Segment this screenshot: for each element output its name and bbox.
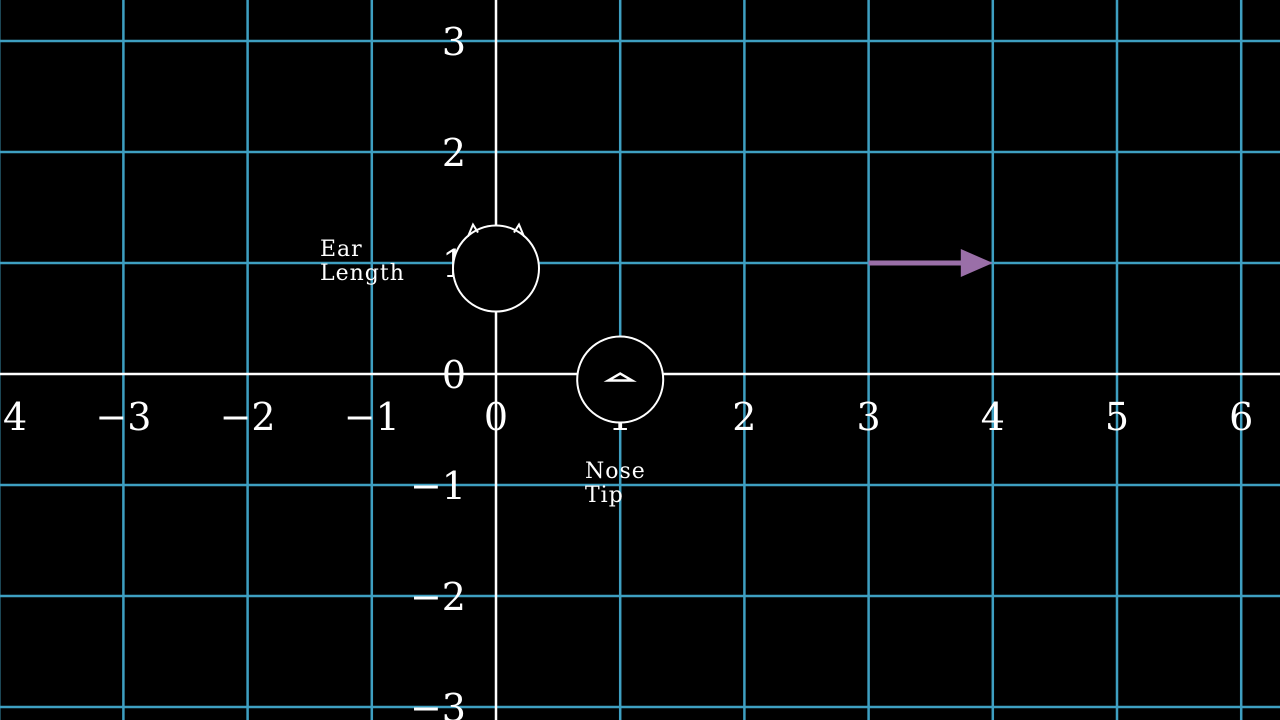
- y-tick-label: −3: [410, 686, 466, 720]
- x-tick-label: 0: [484, 395, 508, 439]
- x-tick-label: 4: [981, 395, 1005, 439]
- ear-length-circle: [452, 224, 540, 313]
- x-tick-label: 6: [1229, 395, 1253, 439]
- ear-length-label-line2: Length: [320, 261, 405, 286]
- vector-arrowhead: [960, 249, 993, 277]
- nose-tip-label-line1: Nose: [585, 459, 646, 484]
- x-tick-label: −4: [0, 395, 27, 439]
- x-tick-label: −3: [95, 395, 151, 439]
- x-tick-label: 5: [1105, 395, 1129, 439]
- nose-icon: [603, 372, 637, 382]
- nose-tip-label-line2: Tip: [585, 483, 624, 508]
- x-tick-label: 3: [857, 395, 881, 439]
- ear-length-label-line1: Ear: [320, 237, 363, 262]
- y-tick-label: −2: [410, 575, 466, 619]
- y-tick-label: 3: [442, 20, 466, 64]
- nose-tip-node: Nose Tip: [576, 335, 665, 508]
- ears-icon: [467, 222, 525, 237]
- vector-arrow: [868, 249, 993, 277]
- x-tick-label: −1: [344, 395, 400, 439]
- ear-length-node: Ear Length: [320, 222, 540, 313]
- y-tick-label: 0: [442, 353, 466, 397]
- y-tick-label: 2: [442, 131, 466, 175]
- tick-labels: −4−3−2−10123456−3−2−10123: [0, 20, 1253, 720]
- x-tick-label: −2: [220, 395, 276, 439]
- x-tick-label: 2: [732, 395, 756, 439]
- y-tick-label: −1: [410, 464, 466, 508]
